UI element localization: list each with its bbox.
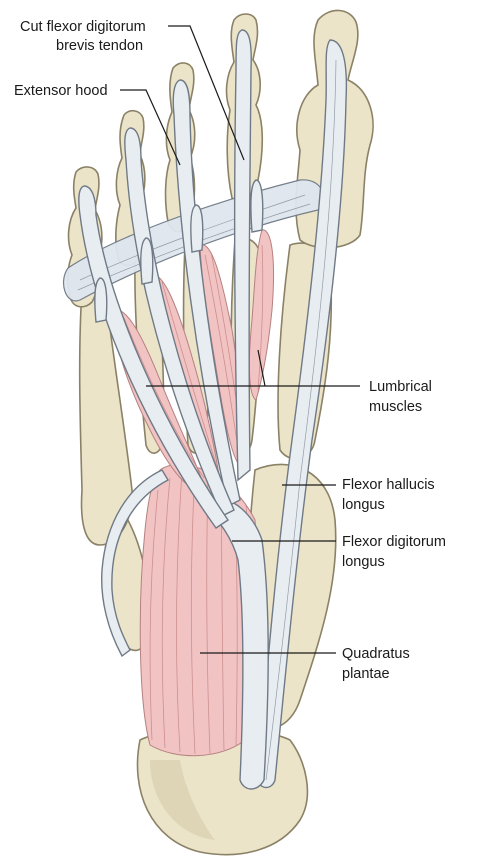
- flexor-digitorum-longus-tendon: [198, 496, 269, 790]
- label-fhl-line2: longus: [342, 497, 385, 513]
- label-lumbrical-line2: muscles: [369, 399, 422, 415]
- fdl-slip-toe-5: [78, 185, 229, 529]
- leader-lines: [120, 25, 360, 654]
- label-fdl-line2: longus: [342, 554, 385, 570]
- label-extensor-hood: Extensor hood: [14, 83, 108, 99]
- fdb-cut-tendon-toe-3: [190, 204, 204, 253]
- label-cut-flexor-line2: brevis tendon: [56, 38, 143, 54]
- fdl-slip-toe-4: [124, 127, 235, 517]
- label-fhl-line1: Flexor hallucis: [342, 477, 435, 493]
- label-cut-flexor-line1: Cut flexor digitorum: [20, 19, 146, 35]
- fhl-striation: [265, 59, 337, 781]
- fdb-cut-tendon-toe-2: [250, 179, 264, 233]
- flexor-hallucis-longus-tendon: [257, 39, 348, 789]
- label-quadratus-line2: plantae: [342, 666, 390, 682]
- lumbrical-4: [248, 229, 274, 401]
- tendons: [63, 29, 348, 790]
- calcaneus-shade: [150, 760, 215, 840]
- label-quadratus-line1: Quadratus: [342, 646, 410, 662]
- fdl-slip-toe-3: [172, 79, 241, 508]
- leader-cut-flexor: [168, 25, 245, 161]
- labels: Cut flexor digitorum brevis tendon Exten…: [14, 19, 446, 682]
- lateral-plantar-band: [100, 469, 169, 658]
- fdb-cut-tendon-toe-4: [140, 237, 154, 285]
- fdl-slip-toe-2: [233, 29, 252, 482]
- label-lumbrical-line1: Lumbrical: [369, 379, 432, 395]
- leader-extensor-hood: [120, 89, 181, 166]
- label-fdl-line1: Flexor digitorum: [342, 534, 446, 550]
- leader-lumbrical-upper: [257, 349, 266, 387]
- fdb-cut-tendon-toe-5: [94, 277, 108, 323]
